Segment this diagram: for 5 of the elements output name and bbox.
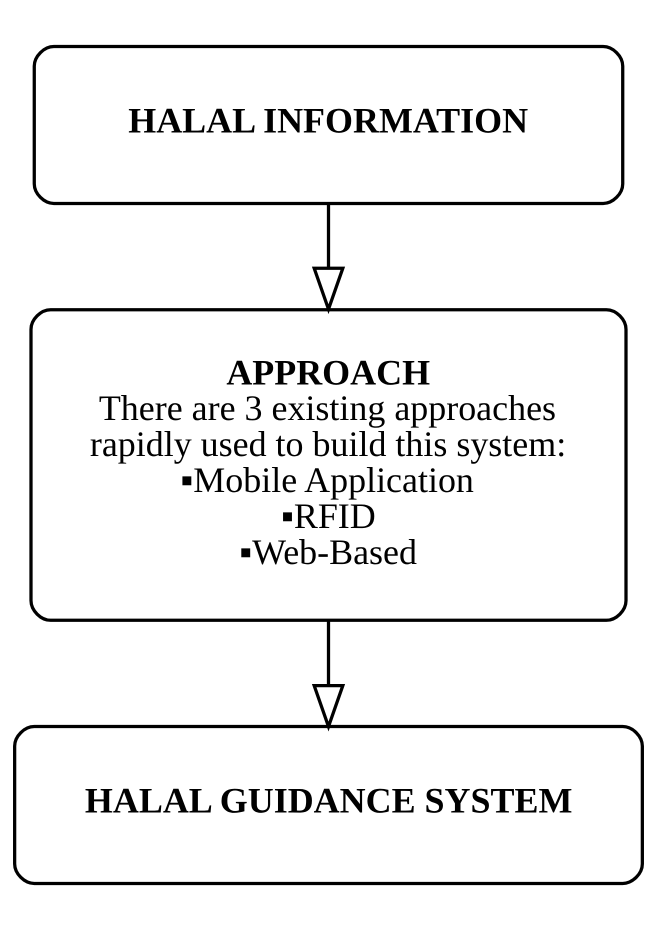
node-box: APPROACH There are 3 existing approaches rapidly used to build this system: ▪Mobile Application ▪RFID ▪Web-Based xyxy=(29,308,628,622)
node-box: HALAL INFORMATION xyxy=(32,44,624,206)
arrow xyxy=(312,620,346,732)
arrow xyxy=(312,203,346,314)
node-box: HALAL GUIDANCE SYSTEM xyxy=(13,724,644,886)
